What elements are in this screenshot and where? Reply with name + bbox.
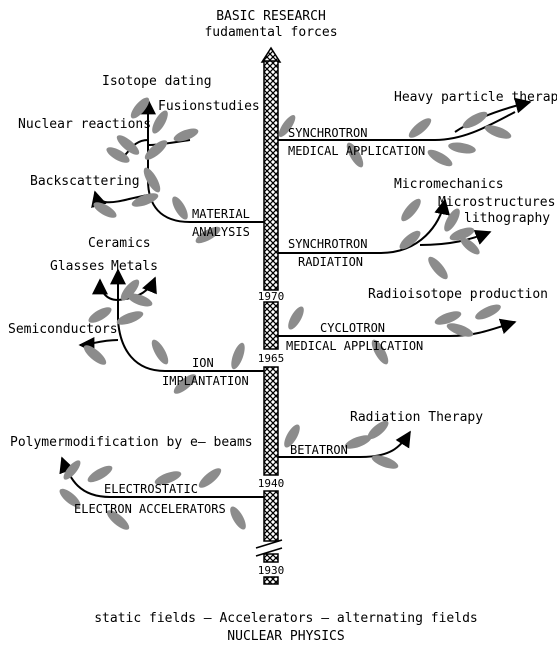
label-ion-implantation-1: ION — [192, 356, 214, 370]
label-heavy-particle-therapy: Heavy particle therapy — [394, 90, 557, 105]
label-electrostatic-1: ELECTROSTATIC — [104, 482, 198, 496]
label-betatron: BETATRON — [290, 443, 348, 457]
label-micromechanics: Micromechanics — [394, 177, 504, 192]
year-1930: 1930 — [258, 564, 285, 577]
branch-synchrotron-radiation — [278, 198, 492, 280]
label-synchrotron-radiation-2: RADIATION — [298, 255, 363, 269]
label-synchrotron-medical-2: MEDICAL APPLICATION — [288, 144, 425, 158]
label-fusionstudies: Fusionstudies — [158, 99, 260, 114]
year-1965: 1965 — [258, 352, 285, 365]
label-electrostatic-2: ELECTRON ACCELERATORS — [74, 502, 226, 516]
year-1970: 1970 — [258, 290, 285, 303]
axis-break-mark — [255, 539, 283, 557]
label-cyclotron-1: CYCLOTRON — [320, 321, 385, 335]
branch-material-analysis — [91, 97, 264, 244]
label-glasses: Glasses — [50, 259, 105, 274]
branch-cyclotron — [278, 304, 517, 365]
label-lithography: lithography — [464, 211, 550, 226]
label-backscattering: Backscattering — [30, 174, 140, 189]
label-ion-implantation-2: IMPLANTATION — [162, 374, 249, 388]
branch-synchrotron-medical — [278, 97, 532, 168]
label-semiconductors: Semiconductors — [8, 322, 118, 337]
label-cyclotron-2: MEDICAL APPLICATION — [286, 339, 423, 353]
branch-electrostatic — [59, 456, 264, 530]
label-synchrotron-radiation-1: SYNCHROTRON — [288, 237, 367, 251]
central-trunk — [260, 46, 282, 585]
branch-betatron — [278, 420, 411, 469]
branch-ion-implantation — [78, 268, 264, 394]
label-polymermodification: Polymermodification by e– beams — [10, 435, 253, 450]
year-1940: 1940 — [258, 477, 285, 490]
label-ceramics: Ceramics — [88, 236, 151, 251]
footer-line-2: NUCLEAR PHYSICS — [227, 629, 344, 644]
diagram-title: BASIC RESEARCH — [216, 9, 326, 24]
label-material-analysis-1: MATERIAL — [192, 207, 250, 221]
label-metals: Metals — [111, 259, 158, 274]
label-nuclear-reactions: Nuclear reactions — [18, 117, 151, 132]
diagram-subtitle: fudamental forces — [204, 25, 337, 40]
label-synchrotron-medical-1: SYNCHROTRON — [288, 126, 367, 140]
label-isotope-dating: Isotope dating — [102, 74, 212, 89]
label-material-analysis-2: ANALYSIS — [192, 225, 250, 239]
label-microstructures: Microstructures — [438, 195, 555, 210]
label-radiation-therapy: Radiation Therapy — [350, 410, 483, 425]
label-radioisotope-production: Radioisotope production — [368, 287, 548, 302]
footer-line-1: static fields – Accelerators – alternati… — [94, 611, 478, 626]
